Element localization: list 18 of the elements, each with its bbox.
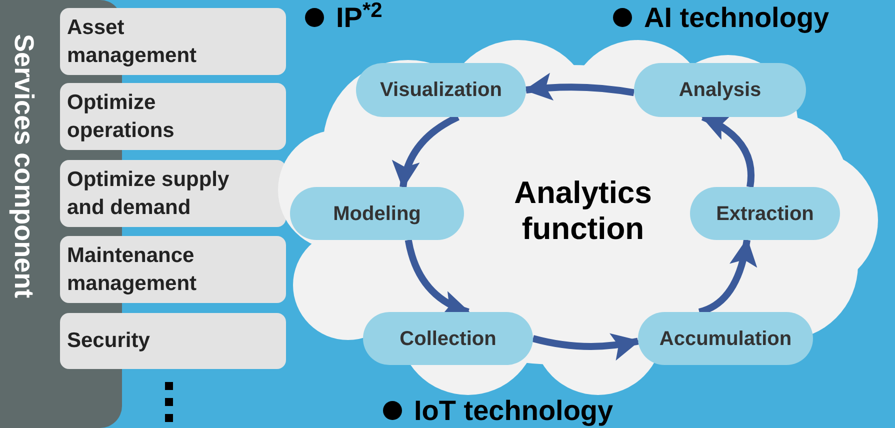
center-title: Analytics function bbox=[513, 175, 653, 246]
process-pill: Visualization bbox=[356, 63, 526, 117]
technology-label: IoT technology bbox=[414, 394, 614, 428]
service-box: Security bbox=[60, 313, 286, 369]
technology-label: AI technology bbox=[644, 1, 830, 35]
process-pill: Extraction bbox=[690, 187, 840, 240]
process-pill: Accumulation bbox=[638, 312, 813, 365]
process-pill: Modeling bbox=[290, 187, 464, 240]
panel-title: Services component bbox=[10, 34, 37, 298]
process-pill: Collection bbox=[363, 312, 533, 365]
technology-label: IP$^{*2}$ bbox=[336, 0, 382, 35]
service-box: Optimize supply and demand bbox=[60, 160, 286, 227]
service-box: Asset management bbox=[60, 8, 286, 75]
cycle-arrow bbox=[524, 73, 635, 101]
process-pill: Analysis bbox=[634, 63, 806, 117]
cycle-arrow bbox=[532, 332, 640, 360]
service-box: Maintenance management bbox=[60, 236, 286, 303]
service-box: Optimize operations bbox=[60, 83, 286, 150]
